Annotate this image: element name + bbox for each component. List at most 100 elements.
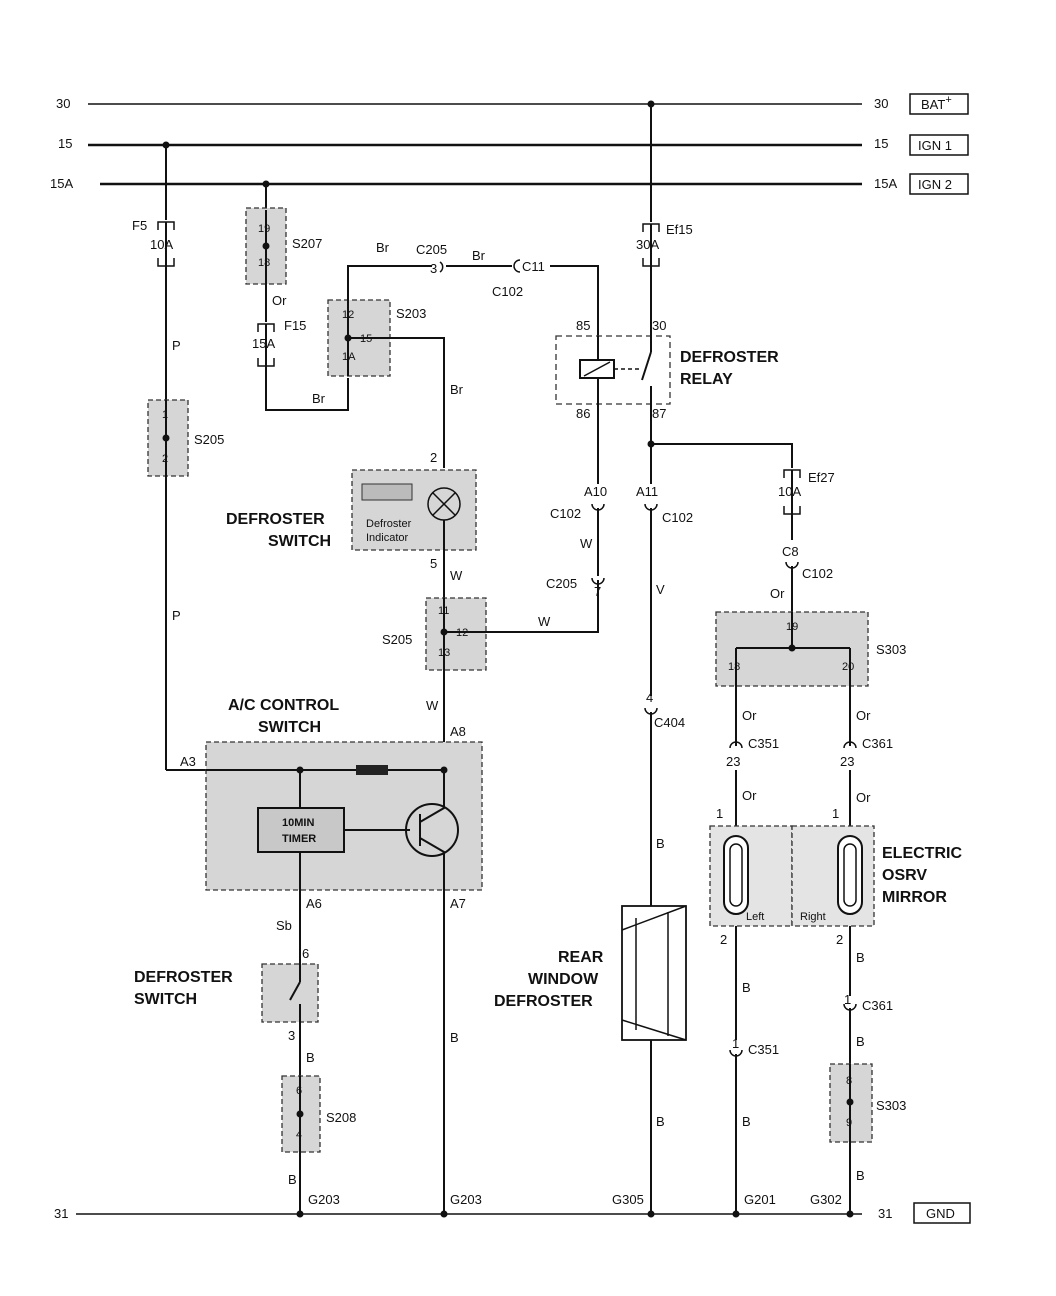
ac-control-title: A/C CONTROL [228, 697, 339, 714]
splice-s203: 12 15 1A S203 [327, 299, 426, 377]
svg-text:10MIN: 10MIN [282, 817, 314, 829]
svg-text:S207: S207 [292, 236, 322, 251]
svg-text:12: 12 [342, 309, 354, 321]
connector-c205-top: C205 3 [416, 242, 447, 276]
svg-text:1: 1 [832, 806, 839, 821]
svg-text:15: 15 [58, 136, 72, 151]
svg-text:1: 1 [716, 806, 723, 821]
svg-text:1: 1 [844, 992, 851, 1007]
svg-text:15: 15 [874, 136, 888, 151]
svg-text:Ef27: Ef27 [808, 470, 835, 485]
svg-text:B: B [306, 1050, 315, 1065]
svg-text:TIMER: TIMER [282, 833, 316, 845]
rear-window-title: REAR [558, 949, 604, 966]
svg-text:Or: Or [742, 708, 757, 723]
svg-text:C11: C11 [522, 259, 545, 274]
svg-text:Or: Or [272, 293, 287, 308]
svg-text:G305: G305 [612, 1192, 644, 1207]
svg-text:1: 1 [732, 1036, 739, 1051]
svg-text:Sb: Sb [276, 918, 292, 933]
svg-text:15A: 15A [50, 176, 73, 191]
svg-text:C8: C8 [782, 544, 799, 559]
svg-text:A11: A11 [636, 484, 658, 499]
svg-text:WINDOW: WINDOW [528, 971, 599, 988]
ef27-fuse: Ef27 10A [778, 469, 835, 540]
svg-text:C205: C205 [416, 242, 447, 257]
svg-text:B: B [450, 1030, 459, 1045]
svg-text:C102: C102 [550, 506, 581, 521]
svg-text:F15: F15 [284, 318, 306, 333]
svg-text:15A: 15A [252, 336, 275, 351]
svg-text:W: W [450, 568, 463, 583]
svg-text:A8: A8 [450, 724, 466, 739]
svg-text:31: 31 [878, 1206, 892, 1221]
svg-text:6: 6 [302, 946, 309, 961]
svg-text:S203: S203 [396, 306, 426, 321]
svg-text:1A: 1A [342, 351, 356, 363]
svg-text:G203: G203 [308, 1192, 340, 1207]
svg-text:B: B [856, 1034, 865, 1049]
svg-text:23: 23 [726, 754, 740, 769]
svg-text:B: B [856, 950, 865, 965]
svg-text:Br: Br [472, 248, 486, 263]
svg-text:S303: S303 [876, 1098, 906, 1113]
svg-text:P: P [172, 338, 181, 353]
svg-text:SWITCH: SWITCH [258, 719, 321, 736]
defroster-switch-bottom-title: DEFROSTER [134, 969, 233, 986]
svg-text:RELAY: RELAY [680, 371, 733, 388]
svg-text:2: 2 [720, 932, 727, 947]
svg-text:Or: Or [770, 586, 785, 601]
f5-fuse: F5 10A [132, 145, 175, 267]
defroster-switch-indicator: 2 Defroster Indicator 5 [351, 450, 477, 571]
svg-text:18: 18 [728, 661, 740, 673]
svg-text:Br: Br [450, 382, 464, 397]
f15-fuse: F15 15A [252, 318, 306, 367]
svg-text:C361: C361 [862, 998, 893, 1013]
svg-text:G302: G302 [810, 1192, 842, 1207]
svg-text:10A: 10A [150, 237, 173, 252]
relay-title: DEFROSTER [680, 349, 779, 366]
svg-text:5: 5 [430, 556, 437, 571]
ef15-fuse: Ef15 30A [636, 104, 693, 267]
svg-text:3: 3 [430, 261, 437, 276]
defroster-switch-bottom: 6 3 [261, 946, 319, 1043]
connector-c102-a10: A10 C102 [550, 484, 607, 521]
svg-text:13: 13 [438, 647, 450, 659]
svg-text:V: V [656, 582, 665, 597]
svg-text:4: 4 [646, 690, 653, 705]
connector-c351-top: C351 23 [726, 736, 779, 769]
svg-text:OSRV: OSRV [882, 867, 927, 884]
rail-15a: 15A 15A IGN 2 [50, 173, 969, 195]
svg-text:A3: A3 [180, 754, 196, 769]
svg-text:86: 86 [576, 406, 590, 421]
svg-text:2: 2 [836, 932, 843, 947]
svg-text:F5: F5 [132, 218, 147, 233]
svg-text:A6: A6 [306, 896, 322, 911]
svg-text:G203: G203 [450, 1192, 482, 1207]
connector-c361-bottom: 1 C361 [843, 992, 893, 1013]
svg-text:30A: 30A [636, 237, 659, 252]
svg-text:B: B [656, 1114, 665, 1129]
svg-text:2: 2 [430, 450, 437, 465]
svg-text:87: 87 [652, 406, 666, 421]
svg-text:SWITCH: SWITCH [268, 533, 331, 550]
defroster-relay: 85 30 86 87 [555, 318, 671, 421]
svg-text:Left: Left [746, 911, 764, 923]
svg-text:10A: 10A [778, 484, 801, 499]
svg-text:IGN 2: IGN 2 [918, 177, 952, 192]
svg-text:B: B [742, 1114, 751, 1129]
svg-text:85: 85 [576, 318, 590, 333]
svg-text:3: 3 [288, 1028, 295, 1043]
rear-window-defroster [621, 905, 687, 1041]
rail-31: 31 31 GND [54, 1202, 971, 1224]
splice-s205-mid: 11 12 13 S205 [382, 597, 487, 671]
svg-text:C361: C361 [862, 736, 893, 751]
connector-c102-a11: A11 C102 [636, 484, 693, 525]
svg-text:20: 20 [842, 661, 854, 673]
svg-text:B: B [856, 1168, 865, 1183]
svg-text:S208: S208 [326, 1110, 356, 1125]
svg-text:S205: S205 [382, 632, 412, 647]
svg-text:Or: Or [856, 708, 871, 723]
svg-text:Defroster: Defroster [366, 518, 412, 530]
